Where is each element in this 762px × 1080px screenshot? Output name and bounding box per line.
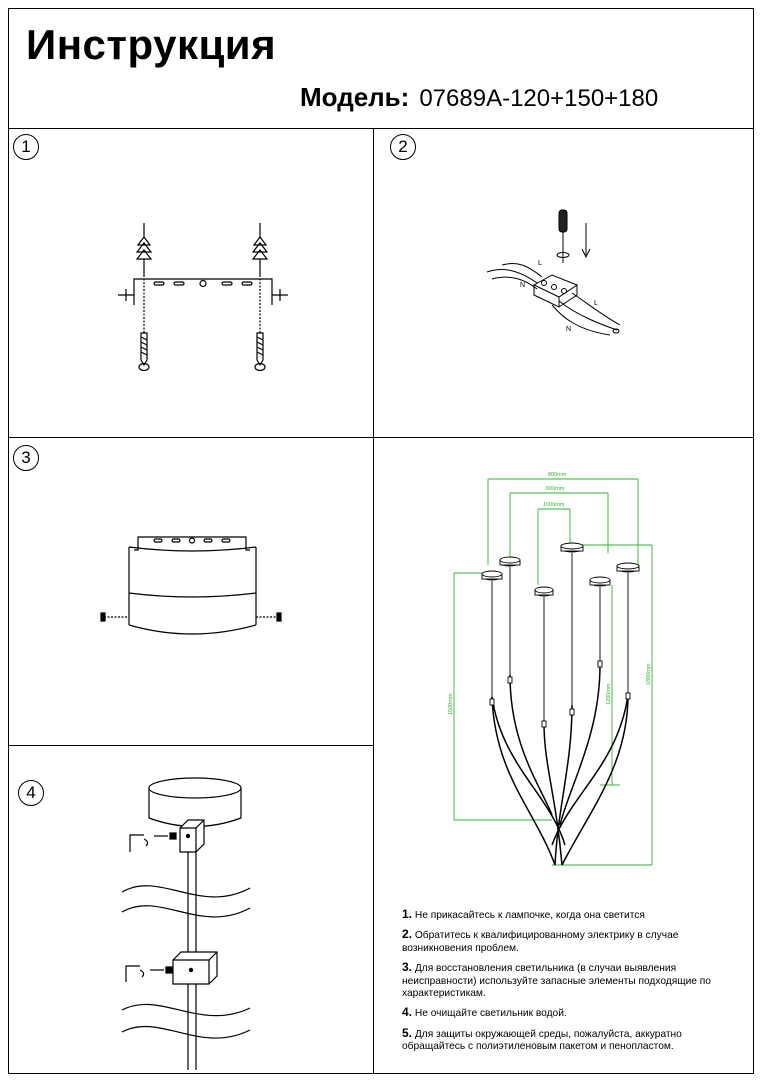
canopy-icon: [128, 546, 257, 635]
note-text: Не очищайте светильник водой.: [414, 1008, 567, 1020]
mounting-bracket-icon: [134, 536, 250, 551]
screwdriver-icon: [556, 209, 570, 263]
allen-key-icon-top: [129, 832, 177, 852]
step-number-2: 2: [390, 134, 416, 160]
step-number-4: 4: [18, 780, 44, 806]
list-item: 3. Для восстановления светильника (в слу…: [402, 961, 734, 1000]
note-number: 2.: [402, 927, 413, 942]
note-number: 5.: [402, 1025, 413, 1040]
dimension-lines: [453, 478, 653, 866]
list-item: 4. Не очищайте светильник водой.: [402, 1006, 734, 1020]
mounting-bracket-icon: [118, 278, 288, 305]
dimension-label-height-3: 1800mm: [646, 663, 652, 685]
step-number-3: 3: [13, 445, 39, 471]
terminal-block-icon: [532, 274, 579, 308]
dimension-label-width-2: 600mm: [546, 486, 565, 492]
note-number: 1.: [402, 907, 413, 921]
safety-notes-list: 1. Не прикасайтесь к лампочке, когда она…: [402, 908, 734, 1060]
wire-label-live-out: L: [594, 300, 598, 307]
header-divider: [8, 128, 754, 129]
dimension-label-width-3: 1000mm: [543, 502, 565, 508]
fixture-dimension-drawing: 800mm 600mm 1000mm 1500mm 1200mm 1800mm: [448, 472, 653, 866]
fixture-outline: [481, 542, 640, 866]
page-frame: [8, 8, 754, 1074]
arm-curves: [491, 664, 629, 866]
output-wires: [551, 292, 621, 336]
page-title: Инструкция: [26, 21, 277, 68]
wall-anchor-icon-left: [135, 223, 153, 275]
list-item: 2. Обратитесь к квалифицированному элект…: [402, 928, 734, 955]
ceiling-cutaway-lines: [121, 885, 251, 1039]
side-screw-icon-left: [100, 612, 129, 622]
note-text: Для восстановления светильника (в случаи…: [402, 963, 711, 1000]
allen-key-icon-bottom: [125, 965, 173, 982]
step1-bracket-illustration: [118, 223, 288, 372]
step2-wiring-illustration: L N L N: [486, 209, 621, 336]
screw-icon-right: [254, 332, 266, 372]
wire-label-neutral-out: N: [566, 326, 571, 333]
ceiling-cup-icon: [481, 542, 640, 597]
step3-canopy-illustration: [100, 536, 282, 635]
dimension-label-height-1: 1500mm: [448, 693, 454, 715]
model-label: Модель:: [300, 82, 410, 112]
model-line: Модель: 07689A-120+150+180: [300, 84, 658, 111]
arrow-down-icon: [581, 223, 591, 259]
input-wires: [486, 263, 543, 290]
column-divider: [373, 128, 374, 1074]
clamp-block-icon: [179, 819, 205, 853]
note-number: 3.: [402, 960, 413, 975]
dimension-label-width-1: 800mm: [548, 472, 567, 478]
wire-label-neutral-in: N: [520, 282, 525, 289]
wall-anchor-icon-right: [251, 223, 269, 275]
wire-label-live-in: L: [538, 260, 542, 267]
note-text: Для защиты окружающей среды, пожалуйста,…: [402, 1028, 682, 1053]
row-divider-1: [8, 437, 754, 438]
row-divider-2: [8, 745, 373, 746]
screw-icon-left: [138, 332, 150, 372]
clamp-block-icon-lower: [172, 951, 218, 985]
list-item: 5. Для защиты окружающей среды, пожалуйс…: [402, 1027, 734, 1054]
step4-suspension-illustration: [121, 777, 251, 1070]
canopy-icon: [148, 777, 242, 828]
note-number: 4.: [402, 1005, 413, 1020]
side-screw-icon-right: [256, 612, 282, 622]
note-text: Не прикасайтесь к лампочке, когда она св…: [414, 910, 645, 921]
list-item: 1. Не прикасайтесь к лампочке, когда она…: [402, 908, 734, 922]
step-number-1: 1: [13, 134, 39, 160]
model-value: 07689A-120+150+180: [419, 85, 659, 112]
dimension-label-height-2: 1200mm: [606, 683, 612, 705]
note-text: Обратитесь к квалифицированному электрик…: [402, 930, 679, 954]
